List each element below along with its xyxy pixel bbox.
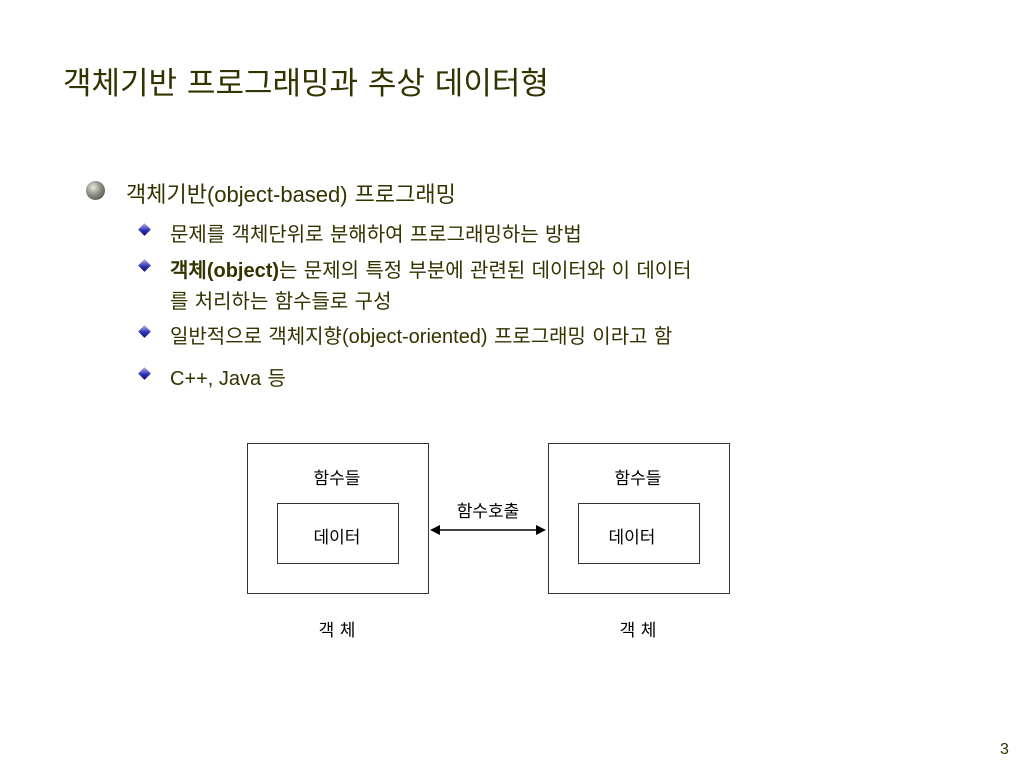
diamond-bullet-icon <box>138 367 151 380</box>
right-data-label: 데이터 <box>608 528 656 548</box>
left-data-box <box>277 503 399 564</box>
main-bullet-tail: 프로그래밍 <box>347 183 456 208</box>
main-bullet-text: 객체기반(object-based) 프로그래밍 <box>126 177 456 209</box>
right-object-caption: 객 체 <box>619 621 657 641</box>
sub-item-3-pre: 일반적으로 객체지향 <box>170 324 342 348</box>
sub-item-3-text: 일반적으로 객체지향(object-oriented) 프로그래밍 이라고 함 <box>170 321 672 352</box>
sub-item-2-bold-korean: 객체 <box>170 258 207 282</box>
sub-item-1-text: 문제를 객체단위로 분해하여 프로그래밍하는 방법 <box>170 222 582 246</box>
diamond-bullet-icon <box>138 223 151 236</box>
sub-item-4-text: C++, Java 등 <box>170 363 286 394</box>
sub-item-4-post: 등 <box>261 366 286 390</box>
main-bullet-english: (object-based) <box>206 182 348 207</box>
diamond-bullet-icon <box>138 259 151 272</box>
page-number: 3 <box>1000 741 1009 758</box>
right-data-box <box>578 503 700 564</box>
double-arrow-icon <box>430 525 546 535</box>
right-functions-label: 함수들 <box>614 469 662 489</box>
main-bullet-korean: 객체기반 <box>126 183 207 208</box>
sub-item-2-line1: 는 문제의 특정 부분에 관련된 데이터와 이 데이터 <box>279 258 692 282</box>
left-functions-label: 함수들 <box>313 469 361 489</box>
function-call-label: 함수호출 <box>456 502 520 522</box>
left-object-caption: 객 체 <box>318 621 356 641</box>
slide-title: 객체기반 프로그래밍과 추상 데이터형 <box>63 66 549 102</box>
sub-item-2-bold-english: (object) <box>206 260 280 282</box>
sub-item-3-post: 프로그래밍 이라고 함 <box>487 324 673 348</box>
sub-item-4-english: C++, Java <box>170 368 262 390</box>
left-data-label: 데이터 <box>313 528 361 548</box>
diamond-bullet-icon <box>138 325 151 338</box>
sub-item-2-line2: 를 처리하는 함수들로 구성 <box>170 289 392 313</box>
sub-item-2-text: 객체(object)는 문제의 특정 부분에 관련된 데이터와 이 데이터 를 … <box>170 255 692 316</box>
sub-item-3-english: (object-oriented) <box>341 326 488 348</box>
main-bullet-icon <box>86 181 105 200</box>
